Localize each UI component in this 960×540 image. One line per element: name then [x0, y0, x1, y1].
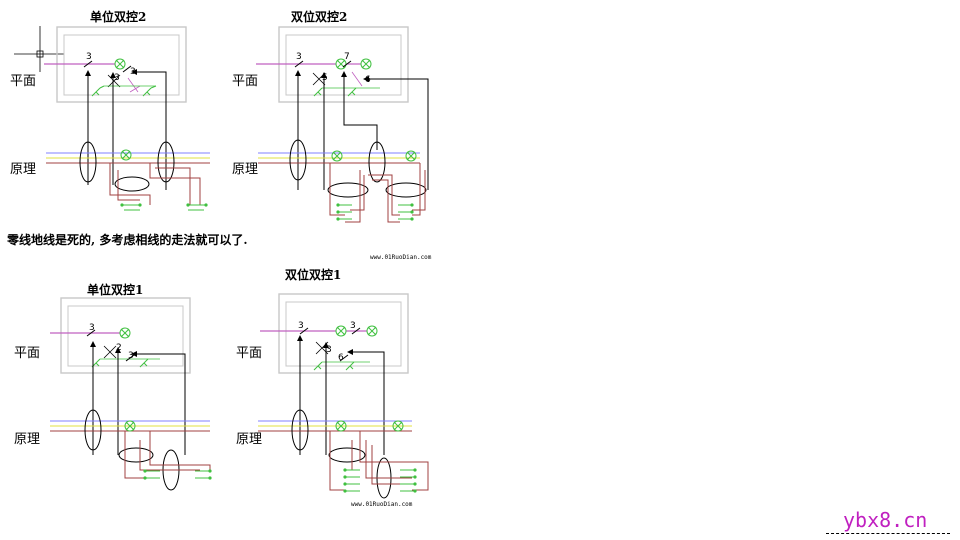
diagram-title-4: 双位双控1 [285, 268, 342, 282]
plan-label-2: 平面 [232, 74, 259, 89]
wire-count: 3 [89, 323, 95, 333]
plan-label-3: 平面 [14, 346, 41, 361]
plan-label-4: 平面 [236, 346, 263, 361]
principle-label-4: 原理 [236, 432, 263, 447]
wire-count: 3 [130, 67, 136, 77]
diagram-3: 3 2 3 [50, 297, 212, 491]
brand-watermark: ybx8.cn [843, 508, 928, 532]
principle-label-2: 原理 [232, 162, 259, 177]
watermark-2: www.01RuoDian.com [351, 501, 413, 508]
diagram-title-2: 双位双控2 [291, 10, 348, 24]
watermark-1: www.01RuoDian.com [370, 254, 432, 261]
wire-count: 3 [350, 321, 356, 331]
diagram-2: 3 7 5 6 [256, 26, 429, 223]
wire-count: 3 [298, 321, 304, 331]
diagram-title-1: 单位双控2 [90, 10, 147, 24]
wire-count: 7 [344, 52, 350, 62]
wire-count: 6 [365, 75, 371, 85]
wire-count: 3 [128, 351, 134, 361]
wire-count: 3 [326, 345, 332, 355]
diagram-1: 3 3 3 [14, 26, 210, 211]
wire-count: 3 [86, 52, 92, 62]
wire-count: 5 [322, 73, 328, 83]
note-text: 零线地线是死的, 多考虑相线的走法就可以了. [7, 233, 248, 247]
wire-count: 2 [116, 343, 122, 353]
diagram-4: 3 3 3 6 [258, 293, 429, 499]
principle-label-3: 原理 [14, 432, 41, 447]
plan-label-1: 平面 [10, 74, 37, 89]
wire-count: 6 [338, 353, 344, 363]
wire-count: 3 [296, 52, 302, 62]
lamp-symbol [114, 58, 126, 70]
wire-count: 3 [114, 73, 120, 83]
diagram-title-3: 单位双控1 [87, 283, 144, 297]
brand-underline [826, 533, 950, 534]
principle-label-1: 原理 [10, 162, 37, 177]
